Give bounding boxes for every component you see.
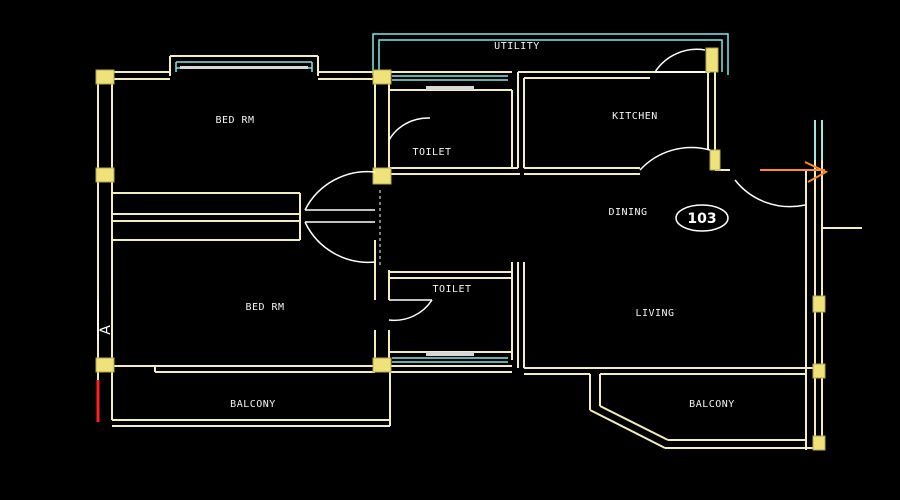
entrance-marker: [760, 161, 829, 183]
room-label-balcony-1: BALCONY: [230, 399, 276, 410]
room-label-bed-rm-1: BED RM: [215, 115, 254, 126]
section-letter: A: [98, 325, 114, 335]
room-label-toilet-1: TOILET: [412, 147, 451, 158]
room-label-balcony-2: BALCONY: [689, 399, 735, 410]
room-label-bed-rm-2: BED RM: [245, 302, 284, 313]
doors: [304, 48, 806, 322]
unit-number: 103: [687, 211, 716, 227]
columns: [95, 47, 826, 451]
windows: [175, 33, 823, 363]
walls: [97, 50, 862, 450]
room-label-toilet-2: TOILET: [432, 284, 471, 295]
room-label-kitchen: KITCHEN: [612, 111, 658, 122]
room-label-living: LIVING: [635, 308, 674, 319]
room-label-utility: UTILITY: [494, 41, 540, 52]
dashed-lines: [305, 190, 381, 268]
unit-number-badge: 103: [675, 204, 729, 232]
room-label-dining: DINING: [608, 207, 647, 218]
window-sills: [180, 66, 474, 356]
